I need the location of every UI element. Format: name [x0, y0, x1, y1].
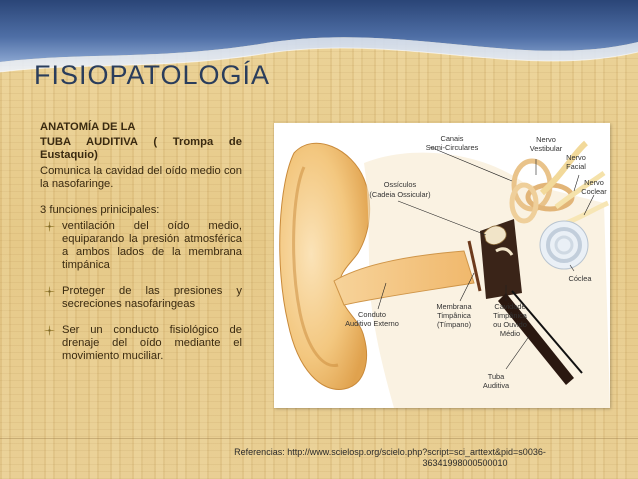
section-heading: ANATOMÍA DE LA: [40, 121, 136, 133]
leaf-cross-bullet-icon: [44, 286, 55, 297]
ear-anatomy-illustration: Canais Semi-Circulares Nervo Vestibular …: [274, 123, 610, 408]
label-tuba-2: Auditiva: [483, 381, 510, 390]
label-membrana-3: (Tímpano): [437, 320, 471, 329]
footer-divider: [0, 438, 638, 439]
label-membrana: Membrana: [436, 302, 472, 311]
label-ossiculos-2: (Cadeia Ossicular): [369, 190, 430, 199]
label-conduto-2: Auditivo Externo: [345, 319, 399, 328]
label-ossiculos: Ossículos: [384, 180, 417, 189]
label-nervo-facial-2: Facial: [566, 162, 586, 171]
function-text: Proteger de las presiones y secreciones …: [62, 285, 242, 310]
label-coclea: Cóclea: [568, 274, 592, 283]
label-cavidade-3: ou Ouvido: [493, 320, 527, 329]
function-text: Ser un conducto fisiológico de drenaje d…: [62, 324, 242, 362]
function-item: Ser un conducto fisiológico de drenaje d…: [40, 324, 242, 363]
slide-title: FISIOPATOLOGÍA: [34, 60, 271, 90]
function-text: ventilación del oído medio, equiparando …: [62, 220, 242, 271]
section-subheading: TUBA AUDITIVA ( Trompa de Eustaquio): [40, 136, 242, 161]
label-conduto: Conduto: [358, 310, 386, 319]
functions-title: 3 funciones prinicipales:: [40, 204, 160, 216]
label-nervo-coclear: Nervo: [584, 178, 604, 187]
reference-line-1: Referencias: http://www.scielosp.org/sci…: [234, 447, 546, 457]
reference-line-2: 36341998000500010: [422, 458, 508, 468]
label-cavidade-4: Médio: [500, 329, 520, 338]
label-nervo-vestibular-2: Vestibular: [530, 144, 563, 153]
label-canais-2: Semi-Circulares: [426, 143, 479, 152]
label-cavidade-2: Timpânica: [493, 311, 528, 320]
ear-anatomy-drawing: Canais Semi-Circulares Nervo Vestibular …: [279, 134, 610, 408]
function-item: ventilación del oído medio, equiparando …: [40, 220, 242, 272]
intro-text: Comunica la cavidad del oído medio con l…: [40, 165, 242, 190]
header-banner: [0, 0, 638, 73]
label-cavidade: Cavidade: [494, 302, 525, 311]
label-nervo-vestibular: Nervo: [536, 135, 556, 144]
label-membrana-2: Timpânica: [437, 311, 472, 320]
function-item: Proteger de las presiones y secreciones …: [40, 285, 242, 311]
leaf-cross-bullet-icon: [44, 221, 55, 232]
reference-footer: Referencias: http://www.scielosp.org/sci…: [180, 447, 600, 469]
label-canais: Canais: [440, 134, 463, 143]
label-nervo-facial: Nervo: [566, 153, 586, 162]
label-tuba: Tuba: [488, 372, 505, 381]
leaf-cross-bullet-icon: [44, 325, 55, 336]
label-nervo-coclear-2: Coclear: [581, 187, 607, 196]
text-column: ANATOMÍA DE LA TUBA AUDITIVA ( Trompa de…: [40, 121, 242, 376]
